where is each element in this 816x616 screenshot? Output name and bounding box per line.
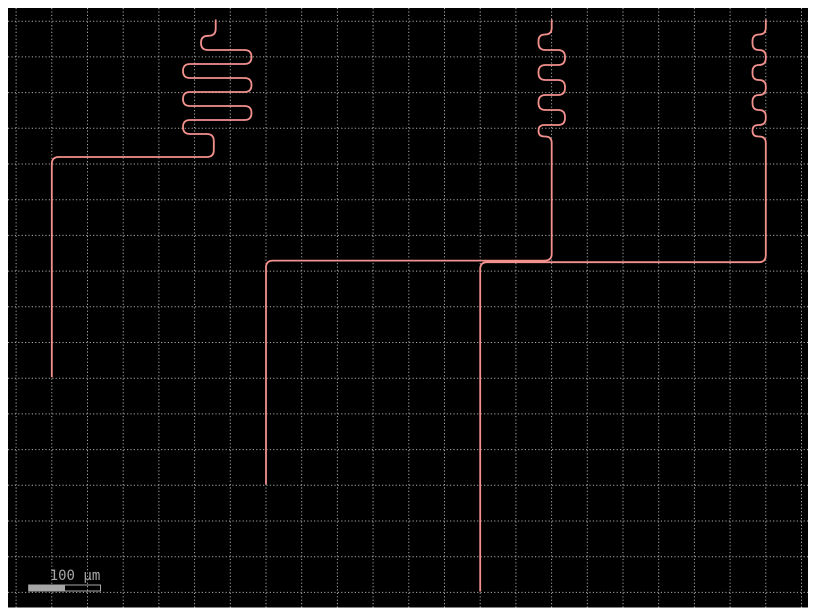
- traces[interactable]: [50, 19, 767, 592]
- scale-bar-label: 100 μm: [50, 568, 101, 584]
- plot-background: [8, 8, 808, 608]
- resonator-meander-medium[interactable]: [265, 19, 566, 485]
- scale-bar-outline-segment: [28, 584, 101, 592]
- resonator-meander-large[interactable]: [50, 19, 253, 378]
- resonator-meander-small[interactable]: [479, 19, 767, 592]
- scale-bar-filled-segment: [28, 584, 65, 592]
- scale-bar: 100 μm: [28, 568, 101, 592]
